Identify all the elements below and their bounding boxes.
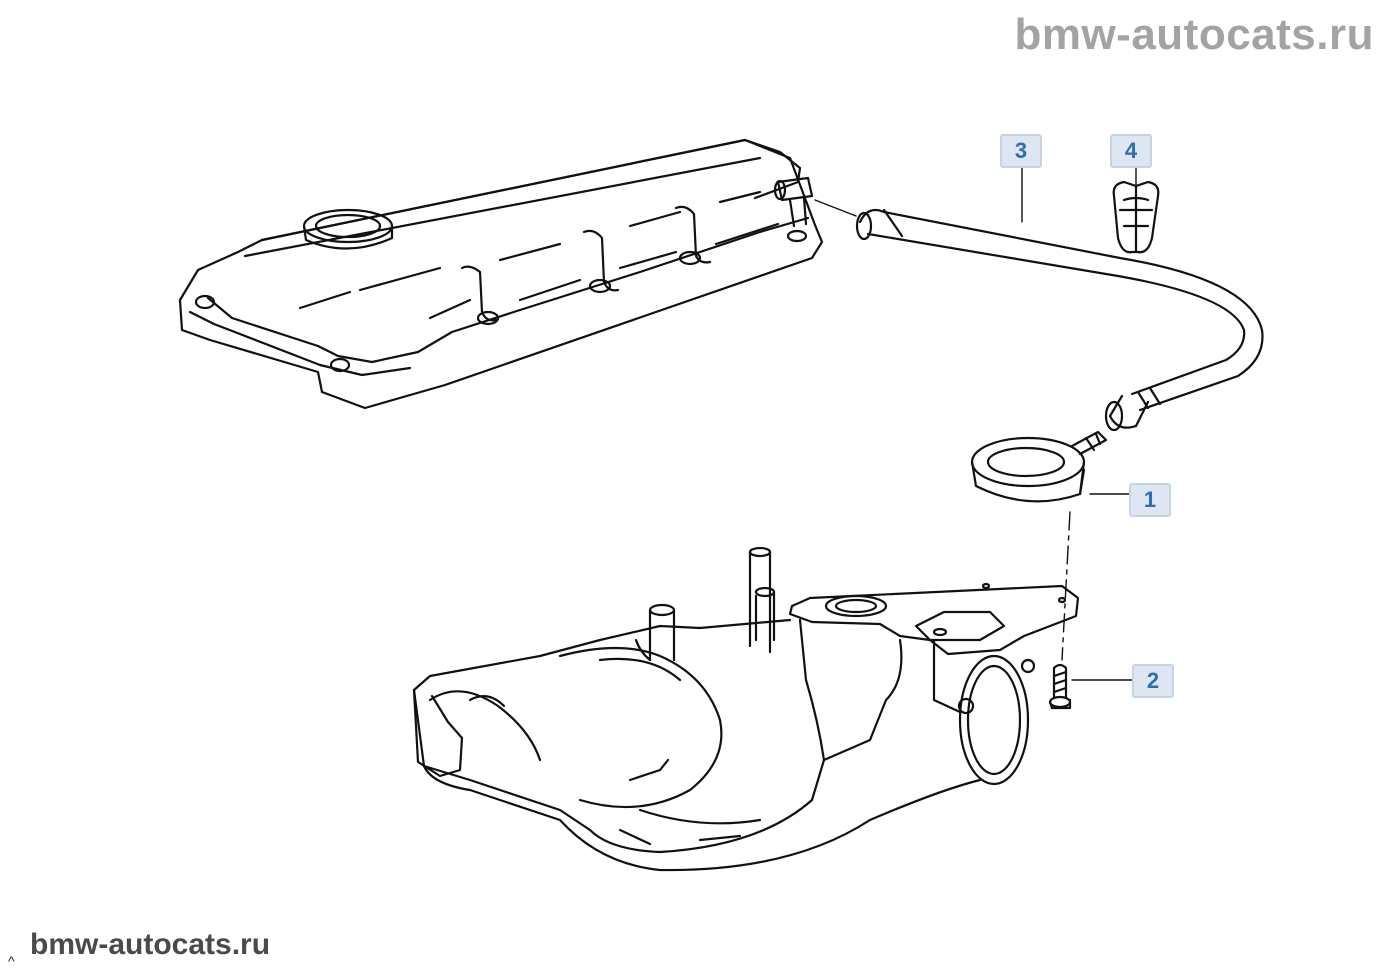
callout-part-2[interactable]: 2: [1132, 664, 1174, 698]
oil-separator: [970, 430, 1108, 503]
callout-part-1[interactable]: 1: [1129, 483, 1171, 517]
watermark-bottom: bmw-autocats.ru: [30, 928, 271, 961]
leader-lines: [814, 167, 1137, 681]
breather-hose: [855, 208, 1264, 432]
watermark-top: bmw-autocats.ru: [1014, 10, 1374, 59]
intake-manifold: [412, 546, 1080, 872]
callout-part-4[interactable]: 4: [1110, 134, 1152, 168]
callout-part-3[interactable]: 3: [1000, 134, 1042, 168]
hose-clip: [1112, 180, 1160, 254]
valve-cover: [178, 138, 824, 410]
bolt: [1048, 663, 1072, 710]
corner-mark: ^: [8, 953, 15, 969]
